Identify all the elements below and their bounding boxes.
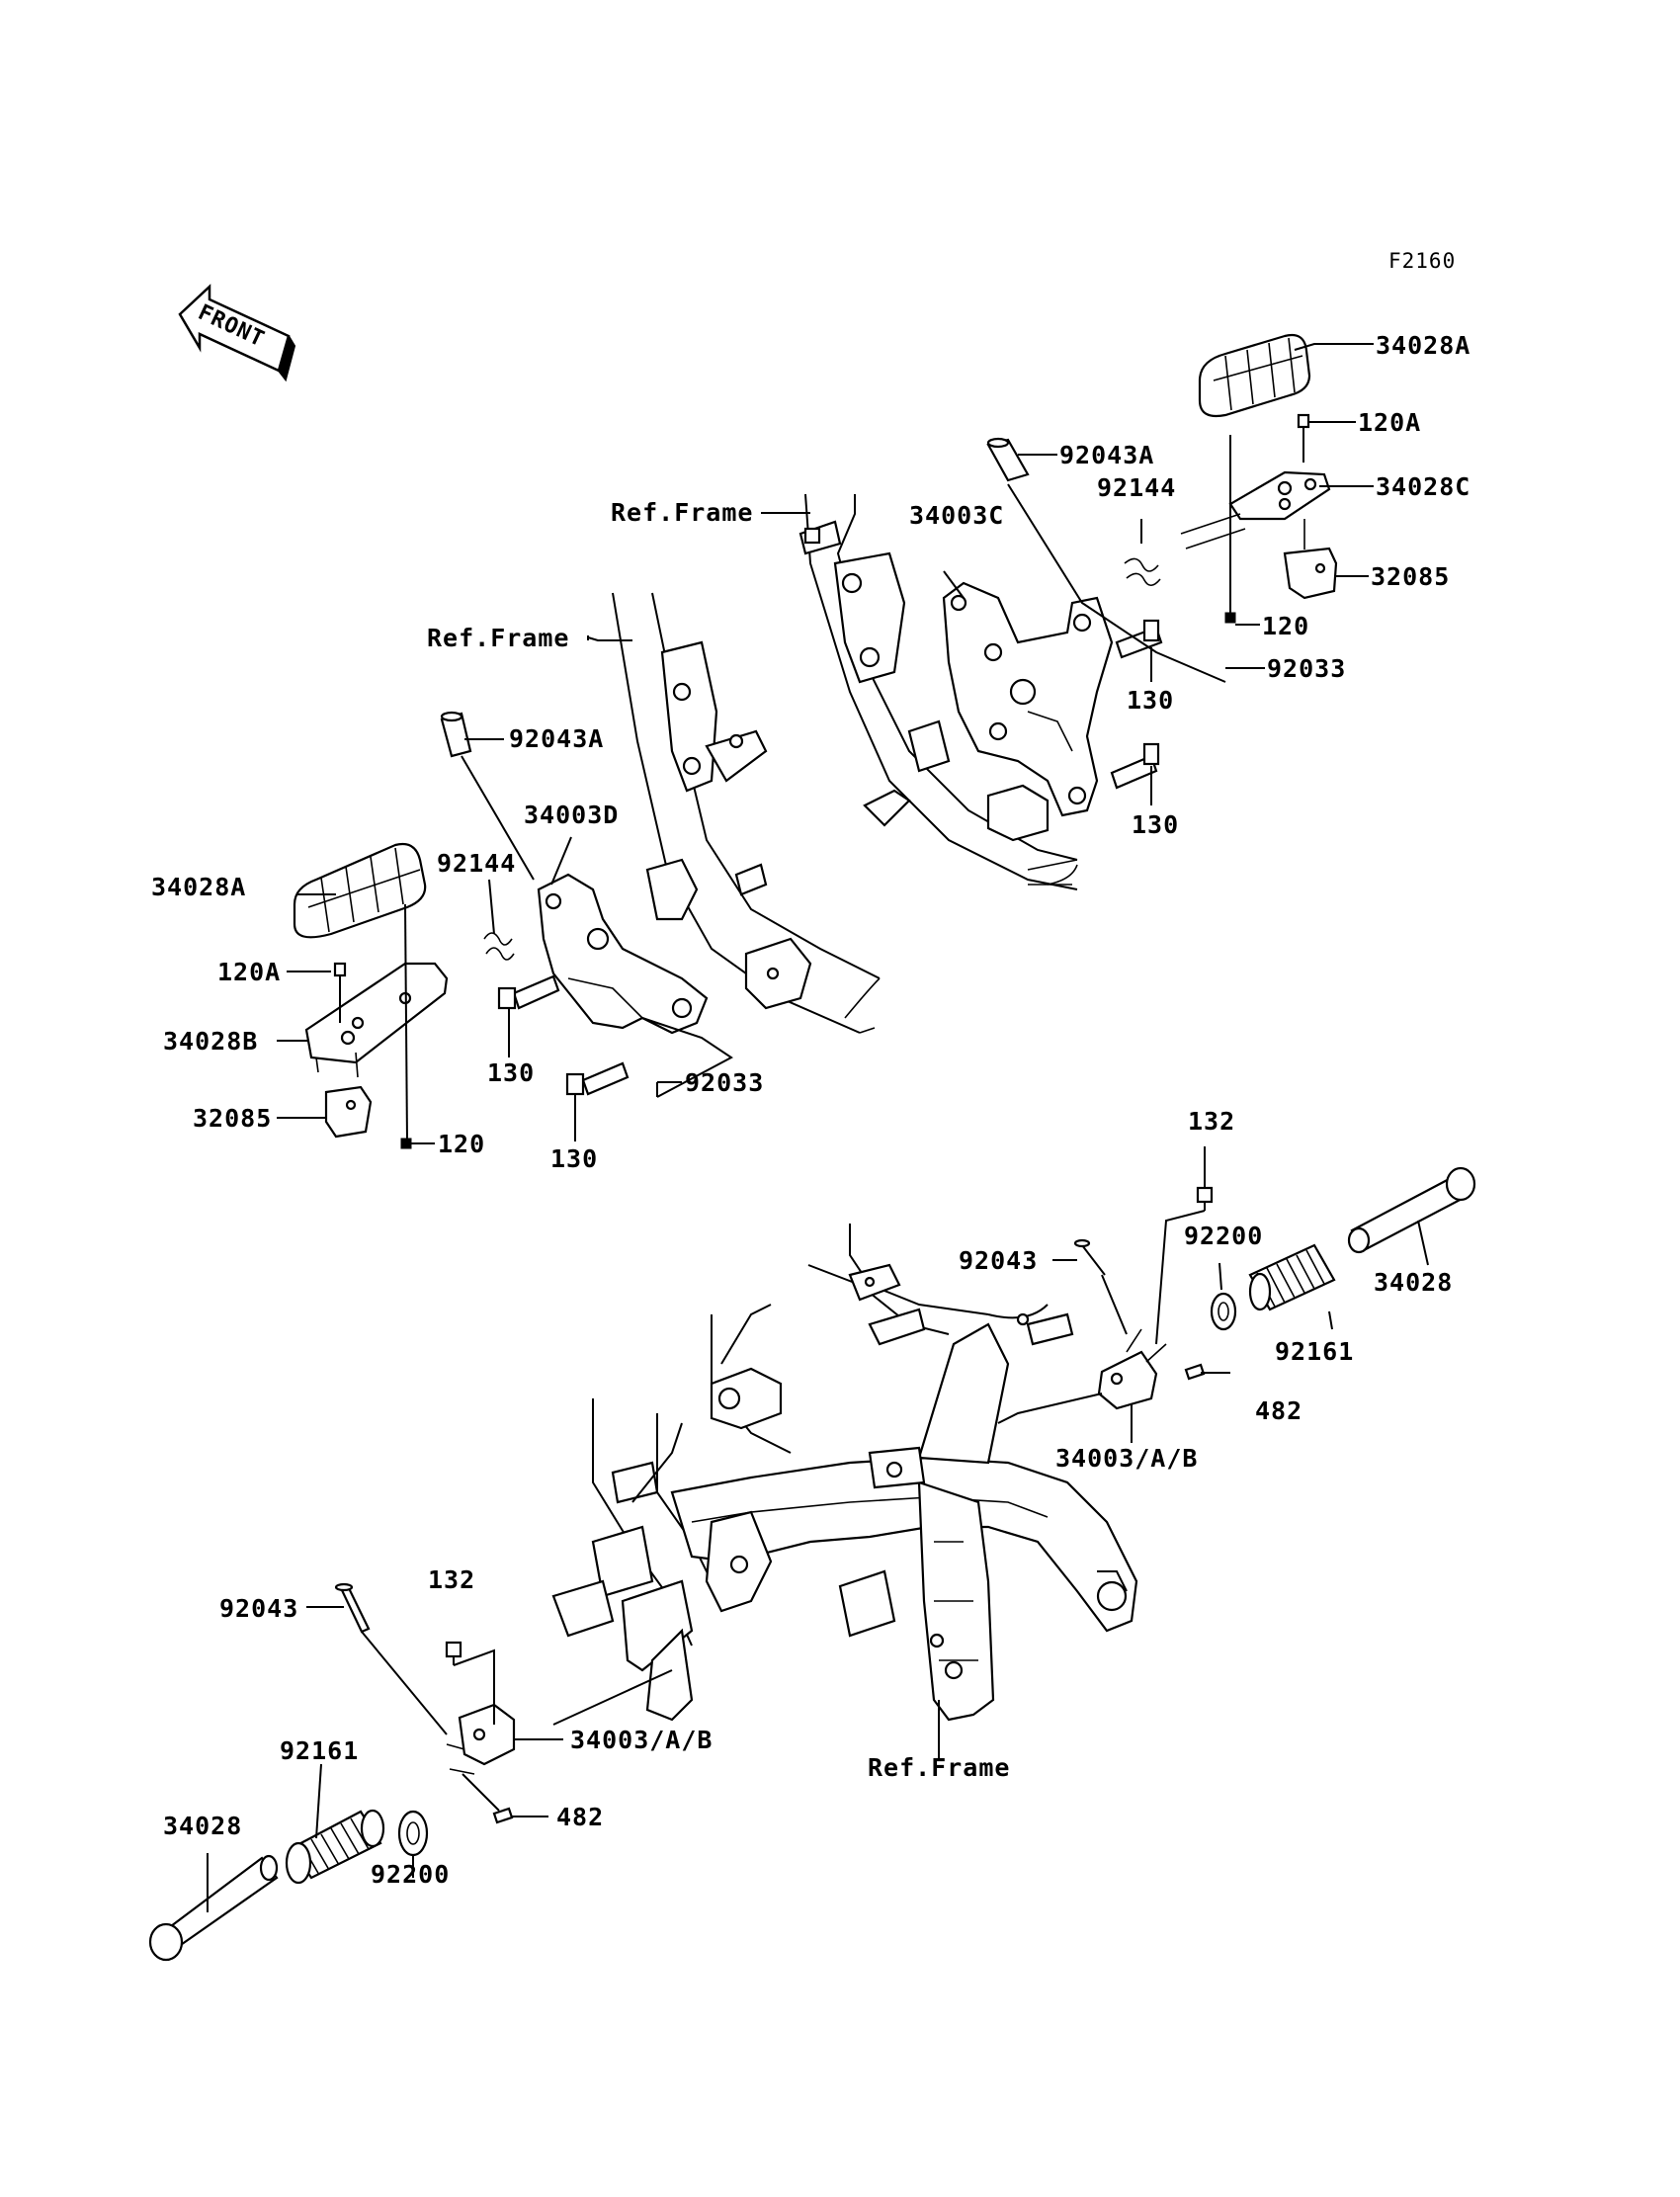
label-120A-upper: 120A (1358, 408, 1421, 437)
label-32085-left: 32085 (193, 1104, 272, 1133)
label-34028A-upper: 34028A (1376, 331, 1470, 360)
frame-mid (612, 592, 881, 1034)
leader-lines (207, 343, 1429, 1912)
pad-32085-upper (1283, 519, 1338, 600)
bolt-120A-left (333, 962, 347, 1023)
label-34003AB-right: 34003/A/B (1055, 1444, 1198, 1473)
bolt-132-right (1196, 1186, 1214, 1211)
label-92043-right: 92043 (959, 1246, 1038, 1275)
label-92033-mid: 92033 (685, 1068, 764, 1097)
bracket-34003D (537, 873, 709, 1035)
label-92043A-upper: 92043A (1059, 441, 1154, 469)
label-ref-frame-mid: Ref.Frame (427, 624, 569, 652)
label-92043-left: 92043 (219, 1594, 298, 1623)
label-34003C: 34003C (909, 501, 1004, 530)
label-130-upper-a: 130 (1127, 686, 1174, 715)
front-arrow-icon: FRONT (178, 284, 296, 382)
label-92200-right: 92200 (1184, 1222, 1263, 1250)
part-labels: 34028A 120A 92043A 92144 34028C Ref.Fram… (151, 331, 1470, 1889)
peg-bracket-upper (1180, 470, 1331, 549)
frame-upper (798, 493, 1078, 890)
middle-left-assembly (293, 592, 881, 1149)
washer-92200-right (1210, 1292, 1237, 1331)
upper-right-assembly (798, 333, 1338, 890)
footpeg-34028-right (1347, 1166, 1476, 1254)
label-482-right: 482 (1255, 1396, 1302, 1425)
rubber-92161-left (285, 1809, 385, 1885)
label-92161-right: 92161 (1275, 1337, 1354, 1366)
label-120-left: 120 (438, 1130, 485, 1158)
pad-32085-left (324, 1085, 373, 1139)
diagram-code: F2160 (1388, 249, 1456, 273)
spring-92144-mid (483, 932, 515, 961)
pin-92043A-mid (440, 711, 472, 758)
label-120A-left: 120A (217, 958, 281, 986)
pin-92043-left (334, 1582, 371, 1634)
lower-frame-assembly (148, 1166, 1476, 1962)
label-ref-frame-lower: Ref.Frame (868, 1753, 1010, 1782)
rubber-92161-right (1248, 1243, 1336, 1311)
label-34028A-left: 34028A (151, 873, 246, 901)
label-92200-left: 92200 (371, 1860, 450, 1889)
label-120-upper: 120 (1262, 612, 1309, 640)
label-132-right: 132 (1188, 1107, 1235, 1136)
label-34003D: 34003D (524, 801, 619, 829)
footpeg-34028-left (148, 1854, 279, 1962)
label-92144-upper: 92144 (1097, 473, 1176, 502)
bolt-130-mid-b (565, 1061, 630, 1096)
label-92161-left: 92161 (280, 1736, 359, 1765)
bolt-120-upper (1224, 435, 1236, 624)
label-130-upper-b: 130 (1132, 810, 1179, 839)
bolt-132-left (445, 1641, 462, 1665)
footpeg-rubber-left (293, 842, 427, 939)
label-92043A-mid: 92043A (509, 724, 604, 753)
bracket-34003C (942, 581, 1114, 817)
cotter-482-left (492, 1807, 514, 1824)
label-482-left: 482 (556, 1803, 604, 1831)
label-34028-right: 34028 (1374, 1268, 1453, 1297)
bolt-130-upper-b (1110, 742, 1160, 790)
bolt-120A-upper (1297, 413, 1310, 463)
label-34028C: 34028C (1376, 472, 1470, 501)
washer-92200-left (397, 1810, 429, 1857)
label-34028-left: 34028 (163, 1812, 242, 1840)
footpeg-rubber-upper (1198, 333, 1311, 418)
label-34003AB-left: 34003/A/B (570, 1726, 713, 1754)
bolt-130-upper-a (1115, 619, 1163, 659)
label-130-mid-b: 130 (550, 1144, 598, 1173)
bolt-130-mid-a (497, 974, 560, 1010)
label-92144-mid: 92144 (437, 849, 516, 878)
label-34028B: 34028B (163, 1027, 258, 1056)
label-ref-frame-upper: Ref.Frame (611, 498, 753, 527)
footpeg-left (446, 1703, 516, 1775)
peg-bracket-left (304, 962, 449, 1078)
frame-lower (551, 1224, 1138, 1722)
spring-92144-upper (1124, 557, 1161, 587)
label-132-left: 132 (428, 1565, 475, 1594)
pin-92043A-upper (986, 437, 1030, 482)
pin-92043-right (1073, 1238, 1106, 1276)
label-32085-upper: 32085 (1371, 562, 1450, 591)
label-130-mid-a: 130 (487, 1058, 535, 1087)
label-92033-upper: 92033 (1267, 654, 1346, 683)
